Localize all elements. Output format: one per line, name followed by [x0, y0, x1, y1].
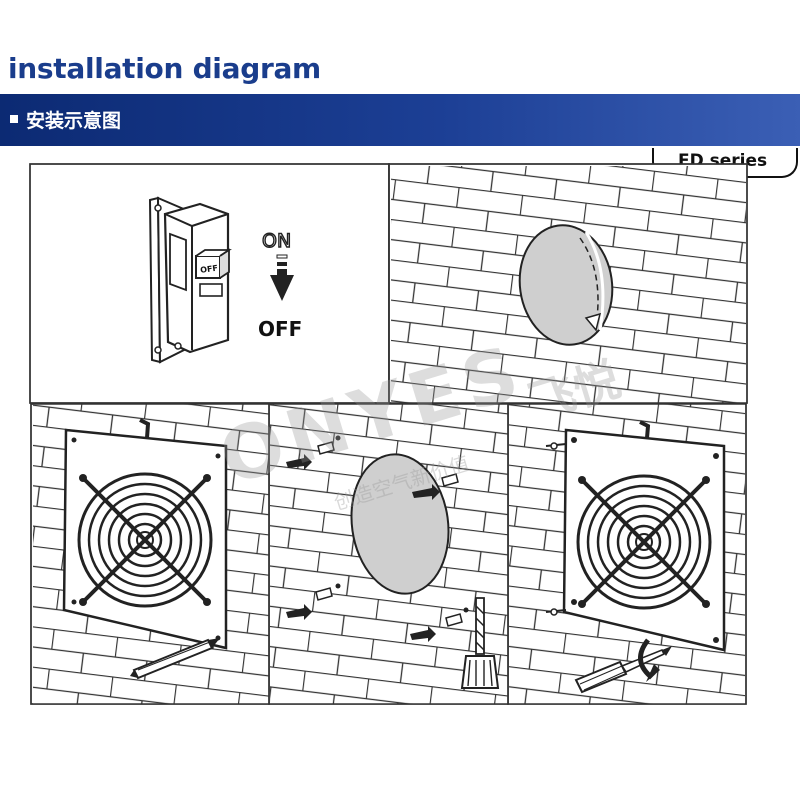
down-arrow-icon: [270, 254, 294, 301]
section-banner: 安装示意图: [0, 94, 800, 146]
bullet-icon: [10, 115, 18, 123]
page-title: installation diagram: [8, 52, 321, 85]
section-subtitle: 安装示意图: [26, 110, 122, 132]
breaker-switch-label: OFF: [200, 264, 219, 275]
fan-mounted-scene: [509, 404, 745, 704]
anchor-arrow-icon: [410, 613, 463, 642]
on-label: ON: [262, 230, 291, 252]
anchor-arrow-icon: [286, 441, 335, 470]
drill-bit-icon: [460, 597, 500, 689]
pencil-icon: [130, 638, 220, 680]
wall-with-hole: [391, 166, 746, 403]
anchor-arrow-icon: [286, 587, 333, 620]
drill-anchor-scene: [270, 404, 508, 704]
rotate-arrow-icon: [638, 638, 660, 682]
fan-marking-scene: [33, 404, 269, 704]
off-label: OFF: [258, 317, 302, 341]
anchor-arrow-icon: [412, 473, 459, 500]
breaker-illustration: [148, 196, 232, 364]
